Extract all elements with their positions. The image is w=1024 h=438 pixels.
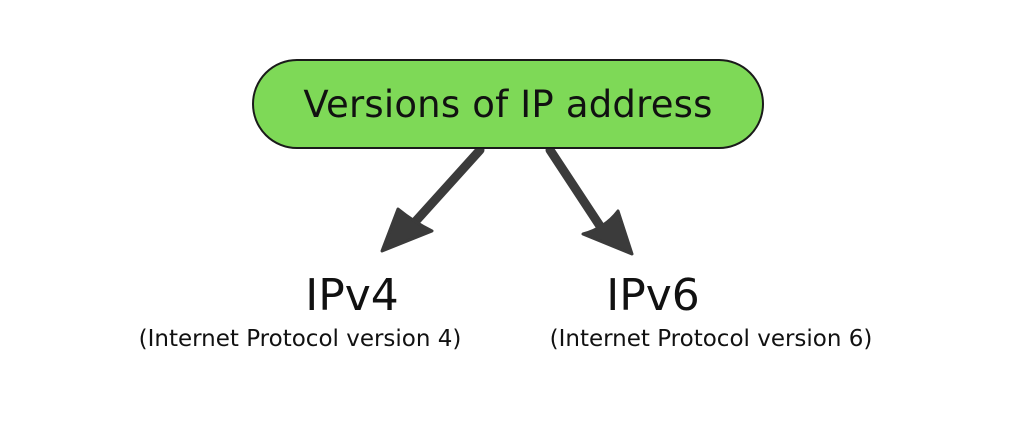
ipv4-title: IPv4: [305, 270, 399, 321]
ipv6-title: IPv6: [606, 270, 700, 321]
arrow-to-ipv6-shaft: [545, 145, 605, 231]
arrow-to-ipv4: [380, 145, 485, 253]
arrow-to-ipv6: [545, 145, 634, 256]
ipv4-subtitle: (Internet Protocol version 4): [138, 326, 462, 352]
arrow-to-ipv4-shaft: [410, 145, 485, 227]
arrow-to-ipv6-head: [581, 209, 634, 256]
root-node-label: Versions of IP address: [303, 82, 713, 126]
ipv6-subtitle: (Internet Protocol version 6): [549, 326, 873, 352]
root-node-versions-of-ip-address: Versions of IP address: [252, 59, 764, 149]
arrow-to-ipv4-head: [380, 207, 434, 253]
